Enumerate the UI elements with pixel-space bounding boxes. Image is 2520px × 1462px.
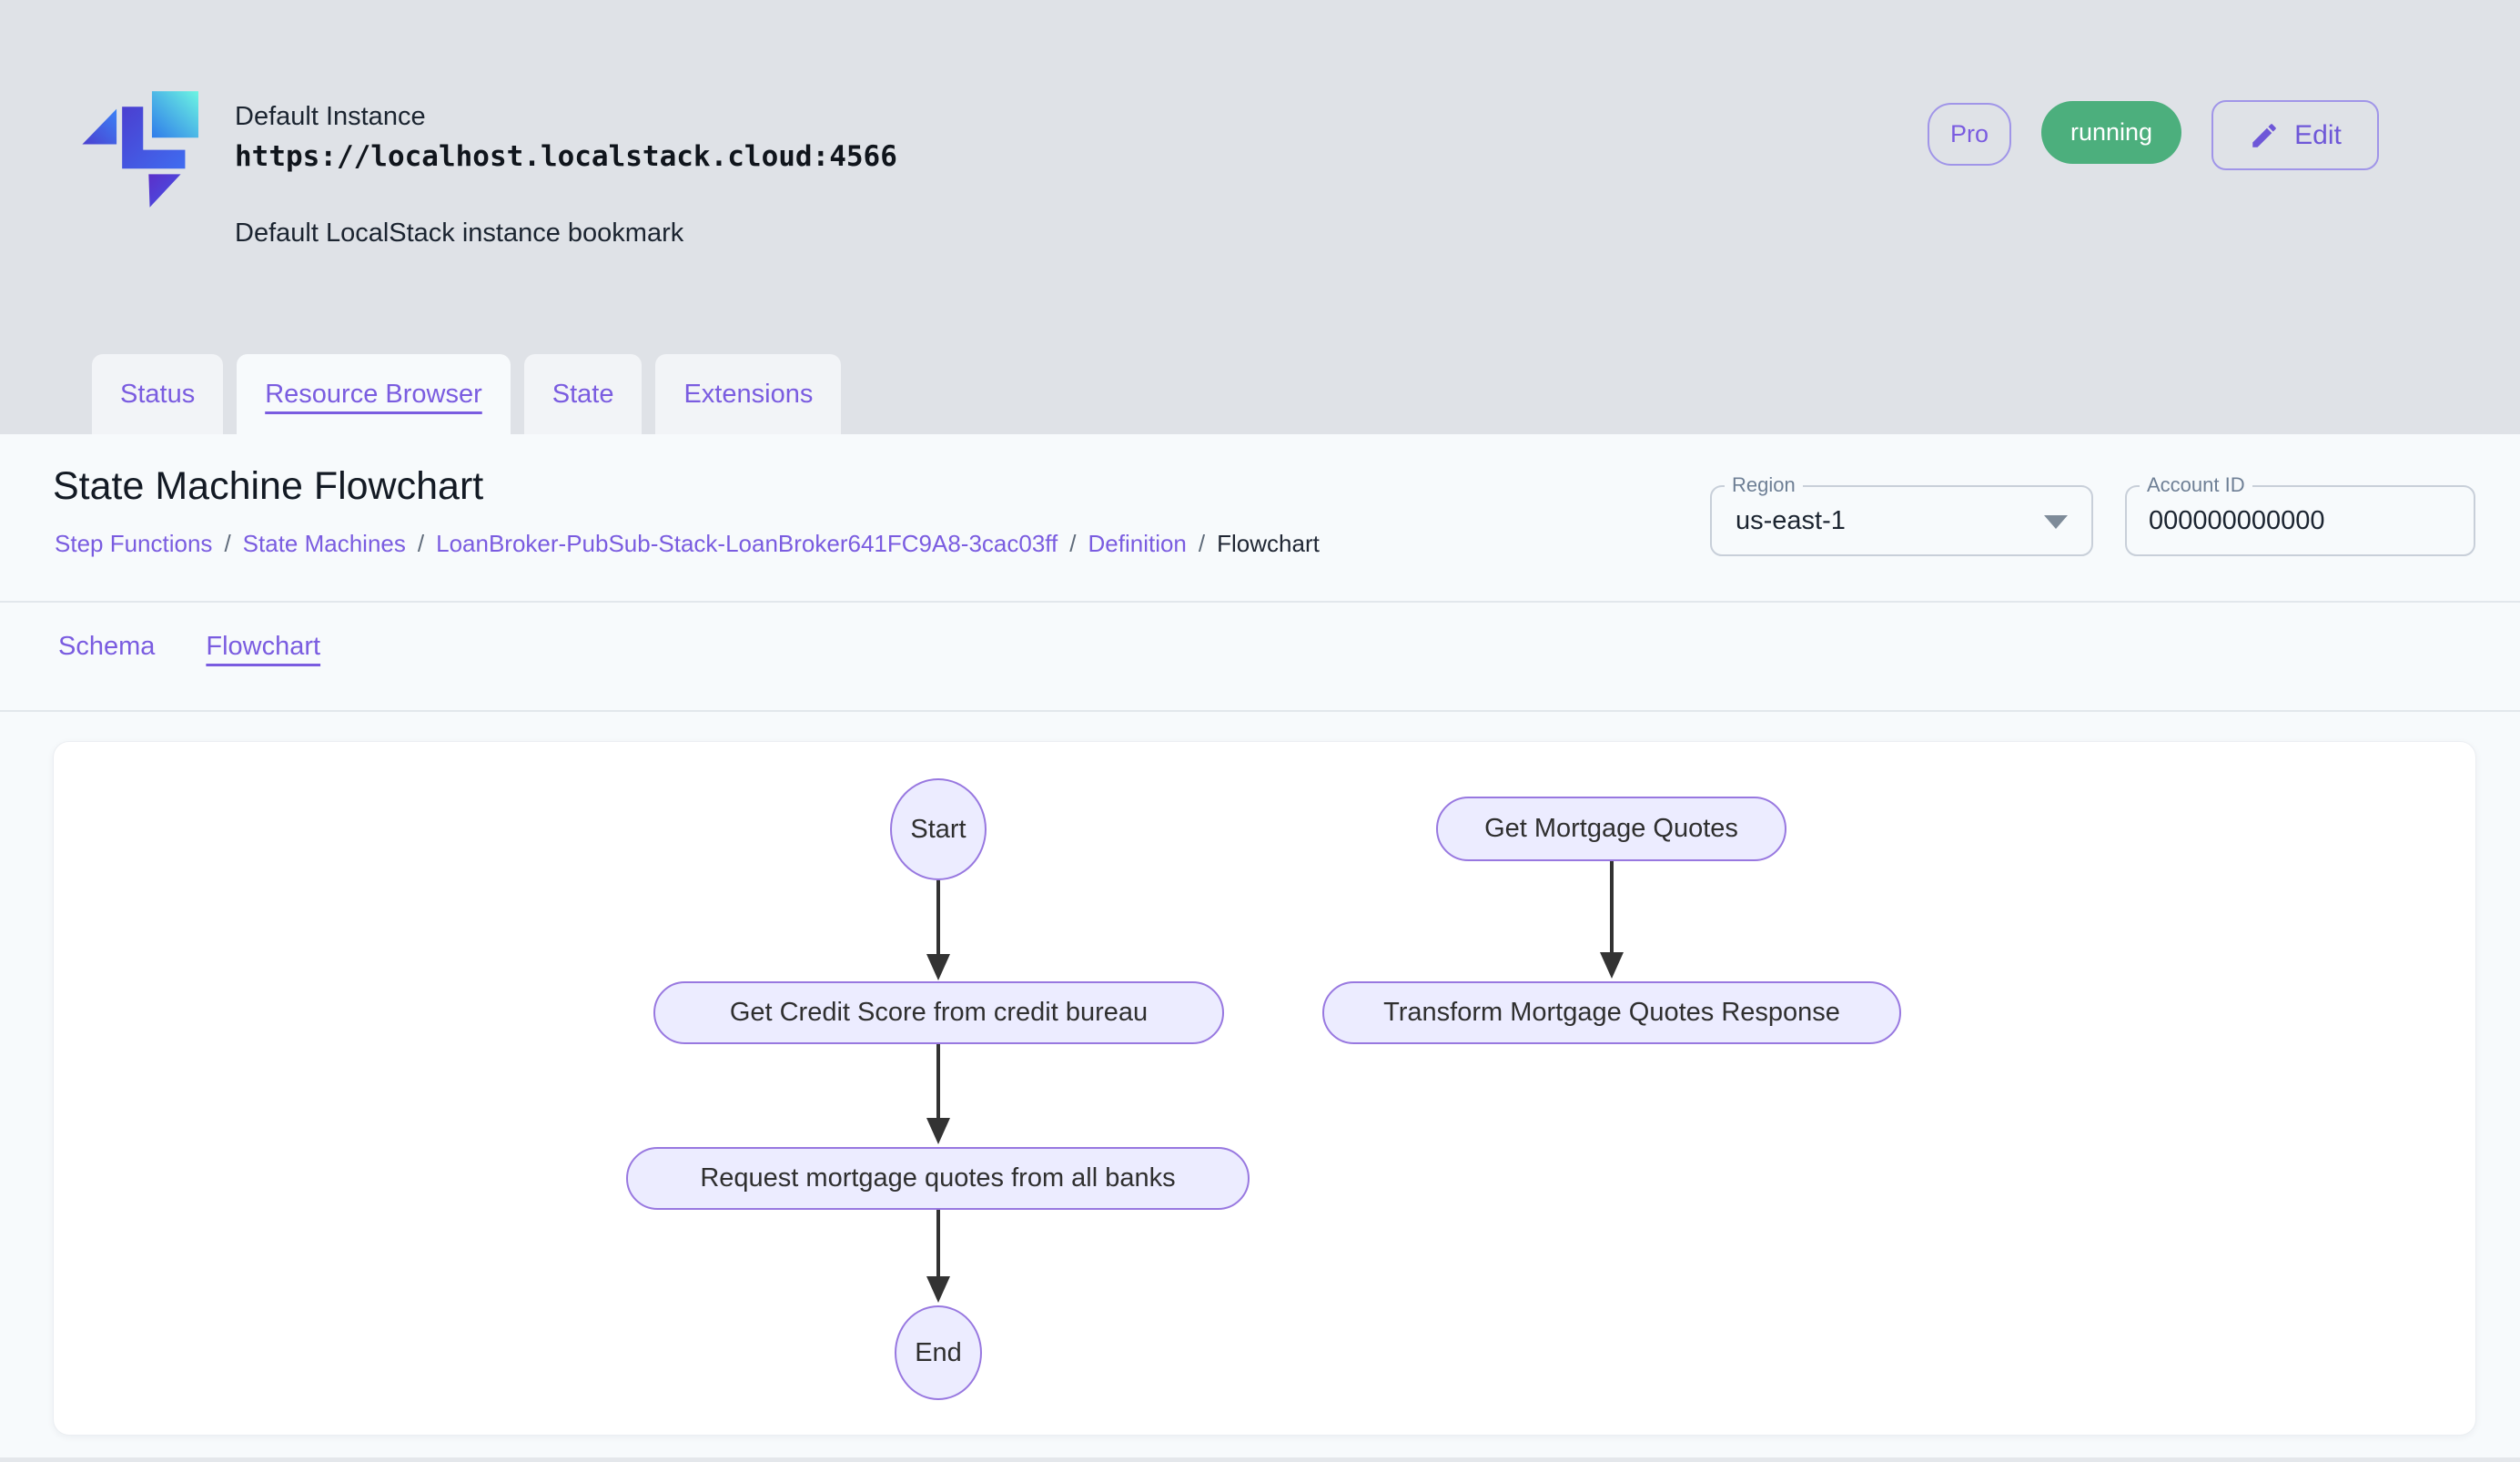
account-id-input[interactable] (2149, 487, 2449, 554)
subtab-schema[interactable]: Schema (58, 632, 156, 661)
breadcrumb-definition[interactable]: Definition (1088, 530, 1187, 557)
tab-state[interactable]: State (523, 354, 643, 434)
breadcrumb-separator: / (1198, 530, 1206, 557)
flow-node-transform-response: Transform Mortgage Quotes Response (1322, 981, 1901, 1044)
pencil-icon (2252, 123, 2276, 147)
flow-node-start: Start (890, 778, 987, 880)
main-tabs: Status Resource Browser State Extensions (92, 354, 842, 434)
localstack-logo-icon (82, 91, 198, 208)
flowchart-card: Start Get Mortgage Quotes Get Credit Sco… (53, 741, 2476, 1436)
breadcrumb-separator: / (417, 530, 425, 557)
breadcrumb: Step Functions / State Machines / LoanBr… (55, 530, 1320, 558)
breadcrumb-separator: / (1069, 530, 1077, 557)
account-id-field: Account ID (2125, 473, 2475, 556)
instance-description: Default LocalStack instance bookmark (235, 218, 684, 248)
edit-button[interactable]: Edit (2211, 100, 2379, 170)
instance-name: Default Instance (235, 102, 426, 131)
pro-badge: Pro (1928, 103, 2011, 166)
region-select[interactable]: Region us-east-1 (1710, 473, 2093, 556)
header-divider (0, 601, 2520, 603)
breadcrumb-step-functions[interactable]: Step Functions (55, 530, 213, 557)
breadcrumb-current-flowchart: Flowchart (1217, 530, 1320, 557)
caret-down-icon (2044, 515, 2068, 529)
definition-subtabs: Schema Flowchart (58, 632, 320, 667)
region-value: us-east-1 (1736, 505, 1846, 535)
arrowhead-icon (926, 954, 950, 980)
subtab-flowchart[interactable]: Flowchart (206, 632, 321, 661)
flow-node-end: End (895, 1305, 982, 1400)
page-title: State Machine Flowchart (53, 464, 484, 508)
tab-resource-browser[interactable]: Resource Browser (237, 354, 511, 434)
arrowhead-icon (926, 1276, 950, 1303)
tab-status[interactable]: Status (92, 354, 224, 434)
status-badge: running (2041, 101, 2181, 164)
flow-node-request-quotes: Request mortgage quotes from all banks (626, 1147, 1250, 1210)
region-label: Region (1725, 473, 1803, 497)
arrowhead-icon (926, 1118, 950, 1144)
subtabs-divider (0, 710, 2520, 712)
arrowhead-icon (1600, 952, 1624, 979)
flowchart-edges (926, 861, 1624, 1303)
flow-node-get-mortgage-quotes: Get Mortgage Quotes (1436, 797, 1786, 861)
edit-button-label: Edit (2294, 119, 2342, 150)
bottom-edge-strip (0, 1457, 2520, 1462)
breadcrumb-state-machine-name[interactable]: LoanBroker-PubSub-Stack-LoanBroker641FC9… (436, 530, 1058, 557)
tab-extensions[interactable]: Extensions (655, 354, 842, 434)
breadcrumb-state-machines[interactable]: State Machines (242, 530, 406, 557)
instance-url: https://localhost.localstack.cloud:4566 (235, 140, 897, 173)
flow-node-get-credit-score: Get Credit Score from credit bureau (653, 981, 1224, 1044)
breadcrumb-separator: / (224, 530, 231, 557)
